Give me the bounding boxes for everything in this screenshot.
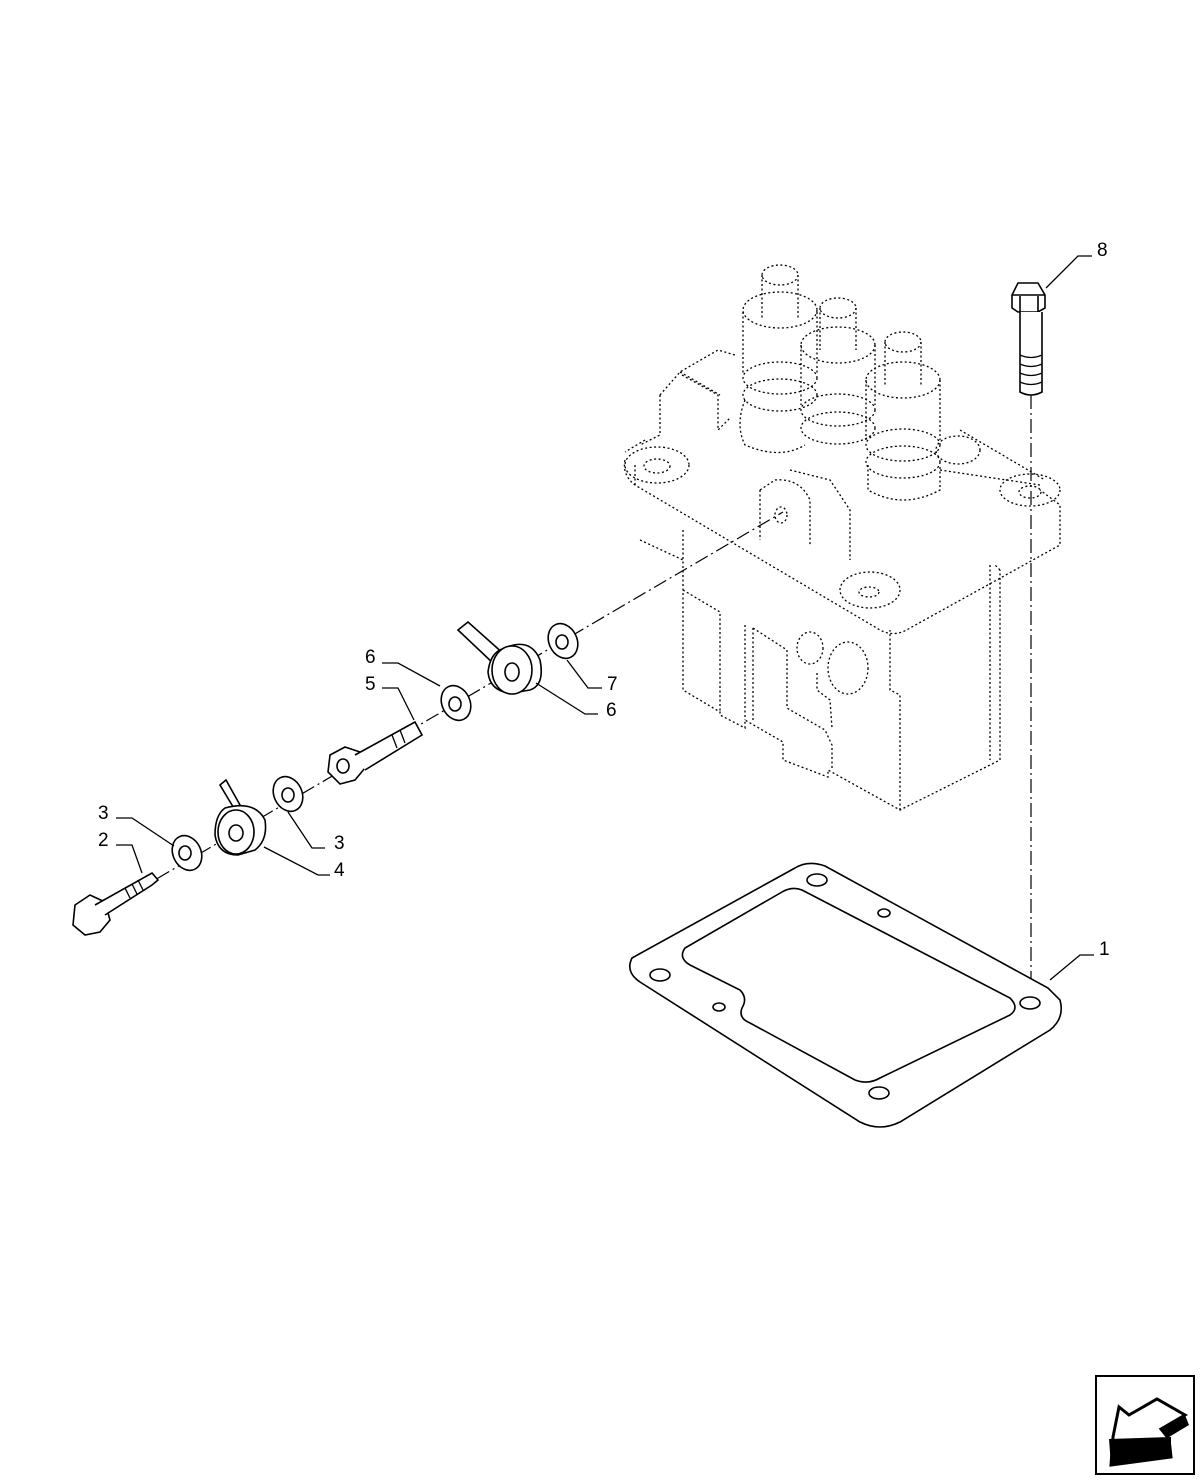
- washer-part-3-right: [272, 775, 304, 813]
- banjo-bolt-part-5: [327, 720, 424, 785]
- banjo-fitting-part-4: [214, 778, 267, 856]
- injection-pump-phantom: [623, 264, 1061, 811]
- banjo-fitting-part-7: [456, 620, 543, 695]
- callout-4: 4: [334, 860, 345, 881]
- assembly-center-lines: [94, 395, 1032, 1000]
- callout-7: 6: [606, 700, 617, 721]
- gasket-part-1: [629, 862, 1063, 1128]
- callout-6-left: 6: [365, 647, 376, 668]
- navigation-arrow-button[interactable]: [1095, 1375, 1195, 1475]
- hex-bolt-part-8: [1011, 282, 1046, 396]
- callout-labels: 8 1 6 5 7 6 3 2 3 4: [98, 240, 1110, 981]
- callout-6-right: 7: [607, 674, 618, 695]
- callout-5: 5: [365, 674, 376, 695]
- hex-bolt-part-2: [72, 871, 160, 936]
- callout-1: 1: [1099, 939, 1110, 960]
- washer-part-6-left: [440, 684, 472, 722]
- washer-part-6-right: [547, 622, 579, 660]
- callout-2: 2: [98, 830, 109, 851]
- callout-8: 8: [1097, 240, 1108, 261]
- washer-part-3-left: [171, 834, 203, 872]
- navigation-arrow-icon: [1109, 1397, 1189, 1467]
- callout-3-right: 3: [334, 833, 345, 854]
- callout-3-left: 3: [98, 803, 109, 824]
